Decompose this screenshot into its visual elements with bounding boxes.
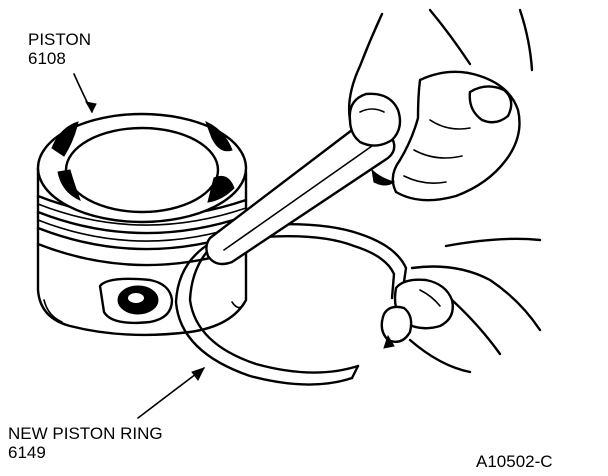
hand-holding-ring [380, 237, 542, 374]
piston-ring-label-part-number: 6149 [8, 443, 46, 462]
piston-label: PISTON 6108 [28, 30, 91, 68]
piston-drawing [36, 73, 248, 337]
piston-label-name: PISTON [28, 30, 91, 49]
piston-ring-label-name: NEW PISTON RING [8, 424, 163, 443]
piston-ring-drawing [137, 223, 408, 419]
hand-holding-gauge [347, 8, 534, 202]
piston-label-part-number: 6108 [28, 49, 66, 68]
figure-code: A10502-C [476, 452, 553, 471]
piston-ring-label: NEW PISTON RING 6149 [8, 424, 163, 462]
